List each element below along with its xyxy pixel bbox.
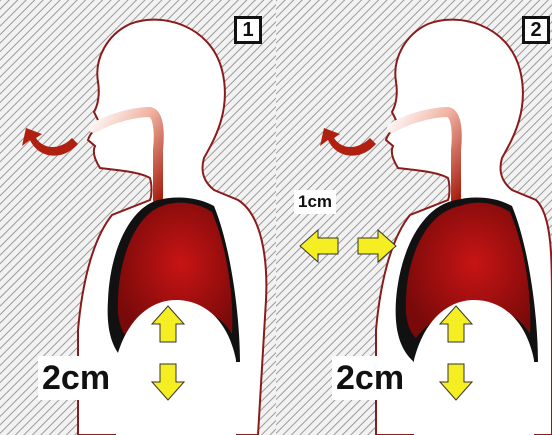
measurement-label: 2cm [38,356,114,400]
panel-1: 1 2cm [0,0,276,435]
panel-number-badge: 2 [522,16,550,44]
side-measurement-label: 1cm [294,190,336,214]
panel-2-illustration [276,0,552,435]
panel-number-badge: 1 [234,16,262,44]
panel-2: 2 1cm 2cm [276,0,552,435]
measurement-label: 2cm [332,356,408,400]
